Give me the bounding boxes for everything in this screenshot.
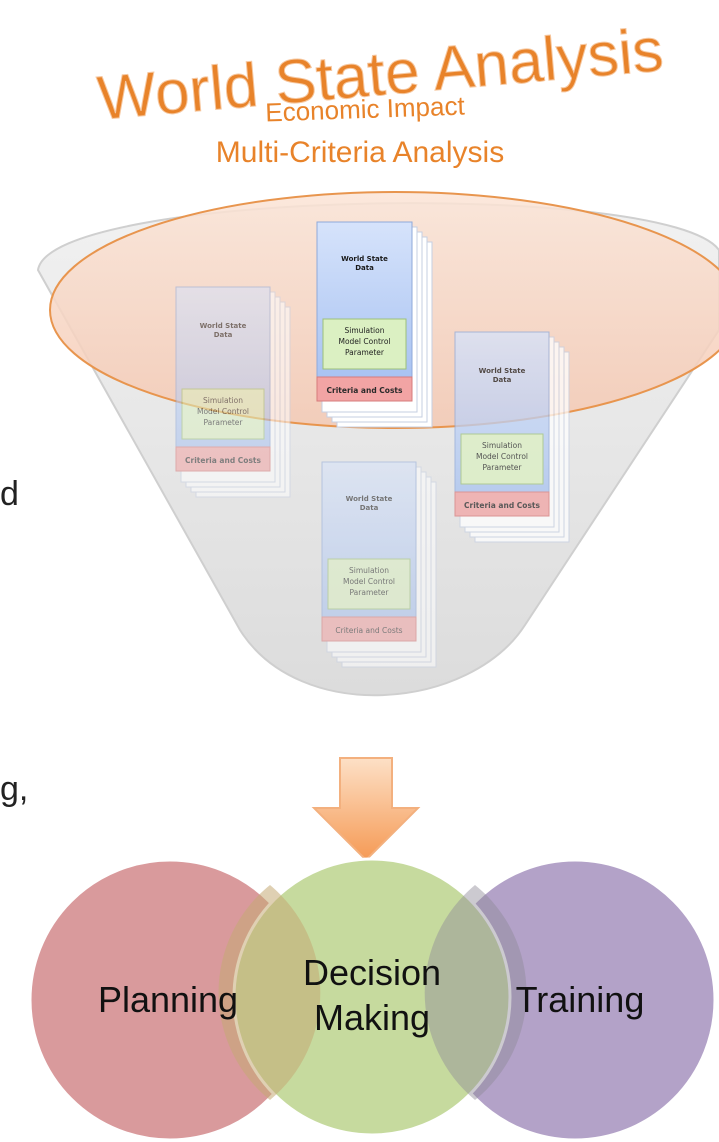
title-subtitle-2: Multi-Criteria Analysis: [216, 136, 504, 169]
card-data-label: World State: [346, 495, 393, 503]
card-parameter-label: Model Control: [343, 577, 395, 586]
training-label: Training: [516, 979, 645, 1020]
card-parameter-box: [322, 318, 407, 370]
card-criteria-box: [454, 491, 550, 517]
card-data-label: World State: [479, 367, 526, 375]
card-parameter-label: Parameter: [349, 588, 389, 597]
card-data-label: Data: [493, 376, 512, 384]
card-parameter-label: Simulation: [482, 441, 522, 450]
card-criteria-label: Criteria and Costs: [335, 626, 402, 635]
card-parameter-label: Model Control: [338, 337, 390, 346]
down-arrow: [311, 757, 421, 862]
planning-label: Planning: [98, 979, 238, 1020]
card-criteria-label: Criteria and Costs: [464, 501, 540, 510]
card-parameter-label: Simulation: [203, 396, 243, 405]
decision-label-2: Making: [314, 997, 430, 1038]
card-parameter-label: Simulation: [349, 566, 389, 575]
decision-training-overlap: [424, 885, 527, 1100]
card-parameter-box: [460, 433, 544, 485]
title-group: World State Analysis Economic Impact Mul…: [94, 15, 666, 169]
card-parameter-box: [327, 558, 411, 610]
card-parameter-label: Parameter: [482, 463, 522, 472]
card-criteria-box: [321, 616, 417, 642]
card-data-label: Data: [214, 331, 233, 339]
card-parameter-label: Model Control: [197, 407, 249, 416]
card-data-label: World State: [341, 255, 388, 263]
card-parameter-label: Simulation: [345, 326, 385, 335]
planning-decision-overlap: [218, 885, 321, 1100]
card-parameter-box: [181, 388, 265, 440]
title-subtitle-1: Economic Impact: [265, 91, 466, 128]
card-criteria-box: [316, 376, 413, 402]
card-criteria-label: Criteria and Costs: [185, 456, 261, 465]
card-criteria-label: Criteria and Costs: [327, 386, 403, 395]
card-parameter-label: Parameter: [345, 348, 385, 357]
card-data-label: Data: [355, 264, 374, 272]
card-data-label: World State: [200, 322, 247, 330]
card-parameter-label: Parameter: [203, 418, 243, 427]
decision-label-1: Decision: [303, 952, 441, 993]
card-parameter-label: Model Control: [476, 452, 528, 461]
card-data-label: Data: [360, 504, 379, 512]
outcome-circles: [28, 857, 717, 1142]
card-criteria-box: [175, 446, 271, 472]
